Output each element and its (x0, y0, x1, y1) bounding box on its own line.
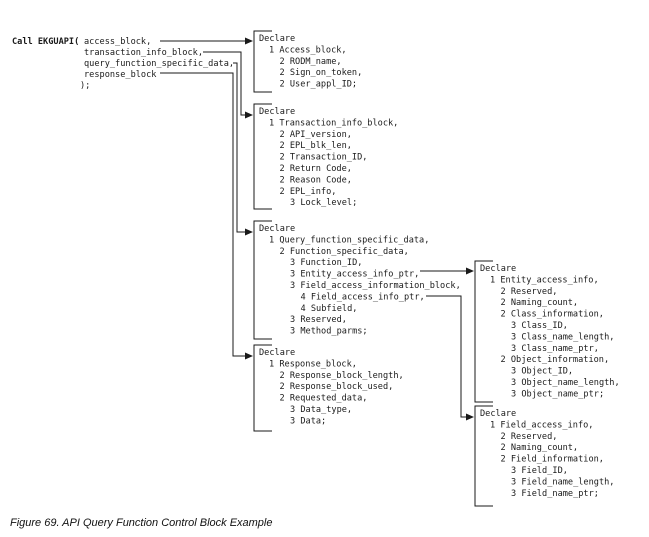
connector-response (160, 72, 246, 357)
response-line-5: 3 Data_type, (290, 405, 352, 415)
transaction-line-5: 2 Return Code, (280, 164, 352, 174)
field-bracket (474, 405, 493, 507)
transaction-line-2: 2 API_version, (280, 130, 352, 140)
transaction-line-1: 1 Transaction_info_block, (269, 118, 398, 128)
entity-line-11: 3 Object_name_ptr; (511, 389, 604, 399)
transaction-line-8: 3 Lock_level; (290, 198, 357, 208)
query-line-6: 4 Field_access_info_ptr, (301, 292, 425, 302)
transaction-line-4: 2 Transaction_ID, (280, 153, 368, 163)
query-line-2: 2 Function_specific_data, (280, 247, 409, 257)
field-line-3: 2 Naming_count, (501, 443, 579, 453)
access-line-0: Declare (259, 34, 295, 44)
arrowhead-access (245, 37, 253, 45)
entity-line-0: Declare (480, 264, 516, 274)
transaction-line-6: 2 Reason Code, (280, 175, 352, 185)
field-line-0: Declare (480, 409, 516, 419)
arrowhead-query (245, 228, 253, 236)
entity-line-7: 3 Class_name_ptr, (511, 344, 599, 354)
query-line-3: 3 Function_ID, (290, 258, 362, 268)
query-line-0: Declare (259, 224, 295, 234)
access-bracket (253, 30, 272, 93)
response-line-4: 2 Requested_data, (280, 394, 368, 404)
response-line-1: 1 Response_block, (269, 359, 357, 369)
query-line-8: 3 Reserved, (290, 315, 347, 325)
entity-line-6: 3 Class_name_length, (511, 332, 614, 342)
entity-line-8: 2 Object_information, (501, 355, 610, 365)
query-bracket (253, 220, 272, 340)
field-line-7: 3 Field_name_ptr; (511, 489, 599, 499)
response-line-0: Declare (259, 348, 295, 358)
query-line-7: 4 Subfield, (301, 304, 358, 314)
entity-line-5: 3 Class_ID, (511, 321, 568, 331)
connector-transaction (203, 51, 246, 116)
figure-caption: Figure 69. API Query Function Control Bl… (10, 517, 273, 529)
connectors (160, 37, 474, 421)
entity-line-2: 2 Reserved, (501, 287, 558, 297)
call-close: ); (80, 81, 90, 91)
field-line-6: 3 Field_name_length, (511, 477, 614, 487)
access-line-3: 2 Sign_on_token, (280, 68, 363, 78)
field-line-2: 2 Reserved, (501, 432, 558, 442)
arrowhead-transaction (245, 111, 253, 119)
field-line-5: 3 Field_ID, (511, 466, 568, 476)
response-bracket (253, 344, 272, 432)
transaction-line-7: 2 EPL_info, (280, 187, 337, 197)
response-line-3: 2 Response_block_used, (280, 382, 394, 392)
response-line-2: 2 Response_block_length, (280, 371, 404, 381)
arrowhead-field (466, 413, 474, 421)
query-line-1: 1 Query_function_specific_data, (269, 235, 429, 245)
access-line-4: 2 User_appl_ID; (280, 80, 358, 90)
entity-line-10: 3 Object_name_length, (511, 378, 620, 388)
arrowhead-response (245, 352, 253, 360)
access-line-1: 1 Access_block, (269, 45, 347, 55)
query-line-5: 3 Field_access_information_block, (290, 281, 461, 291)
call-param-query-function-specific-data: query_function_specific_data, (84, 59, 234, 69)
query-line-4: 3 Entity_access_info_ptr, (290, 270, 419, 280)
access-line-2: 2 RODM_name, (280, 57, 342, 67)
field-line-1: 1 Field_access_info, (490, 420, 593, 430)
transaction-line-0: Declare (259, 107, 295, 117)
response-line-6: 3 Data; (290, 416, 326, 426)
entity-bracket (474, 260, 493, 403)
entity-line-3: 2 Naming_count, (501, 298, 579, 308)
arrowhead-entity (466, 267, 474, 275)
entity-line-9: 3 Object_ID, (511, 367, 573, 377)
field-line-4: 2 Field_information, (501, 455, 604, 465)
call-keyword: Call EKGUAPI( (12, 37, 79, 47)
call-param-access-block: access_block, (84, 37, 151, 47)
connector-field (426, 295, 467, 418)
connector-query (233, 62, 246, 233)
transaction-line-3: 2 EPL_blk_len, (280, 141, 352, 151)
entity-line-1: 1 Entity_access_info, (490, 275, 599, 285)
transaction-bracket (253, 103, 272, 210)
call-param-transaction-info-block: transaction_info_block, (84, 48, 203, 58)
query-line-9: 3 Method_parms; (290, 327, 368, 337)
entity-line-4: 2 Class_information, (501, 310, 604, 320)
call-param-response-block: response_block (84, 70, 157, 80)
